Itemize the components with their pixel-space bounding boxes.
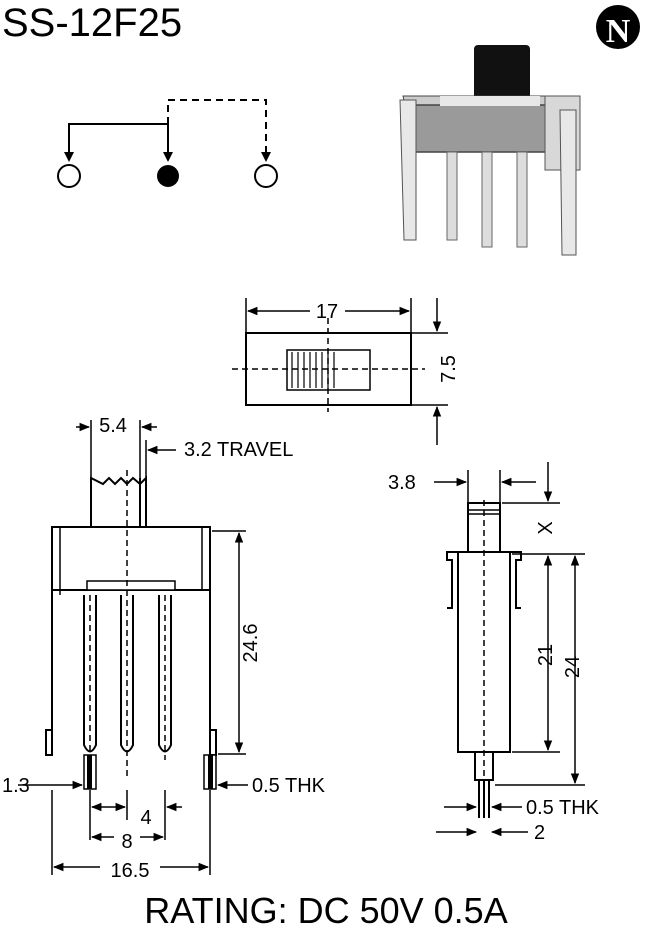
dim-pin-pitch: 4 bbox=[140, 807, 151, 829]
side-view bbox=[434, 462, 585, 837]
slide-switch-photo-icon bbox=[399, 45, 581, 256]
spdt-schematic-icon bbox=[57, 99, 278, 188]
dim-top-width: 17 bbox=[316, 301, 338, 323]
dim-thickness-front: 0.5 THK bbox=[252, 775, 326, 797]
dim-top-height: 7.5 bbox=[438, 355, 460, 383]
dim-side-x: X bbox=[535, 521, 557, 534]
dim-body-height: 24.6 bbox=[240, 624, 262, 663]
dim-side-actuator-width: 3.8 bbox=[388, 472, 416, 494]
dim-travel: 3.2 TRAVEL bbox=[184, 439, 293, 461]
dim-side-height-outer: 24 bbox=[562, 656, 584, 678]
n-logo-icon: N bbox=[596, 5, 640, 50]
top-view bbox=[232, 298, 448, 445]
page-title: SS-12F25 bbox=[2, 1, 182, 45]
front-view bbox=[18, 420, 248, 875]
dim-outer-pin-spacing: 8 bbox=[121, 831, 132, 853]
dim-pin-width: 1.3 bbox=[2, 775, 30, 797]
dim-thickness-side: 0.5 THK bbox=[526, 797, 600, 819]
rating-text: RATING: DC 50V 0.5A bbox=[144, 890, 507, 931]
dim-overall-width: 16.5 bbox=[111, 860, 150, 882]
logo-letter: N bbox=[606, 13, 631, 50]
dim-actuator-width: 5.4 bbox=[99, 415, 127, 437]
dim-side-height-inner: 21 bbox=[535, 644, 557, 666]
dim-side-pin-offset: 2 bbox=[534, 822, 545, 844]
